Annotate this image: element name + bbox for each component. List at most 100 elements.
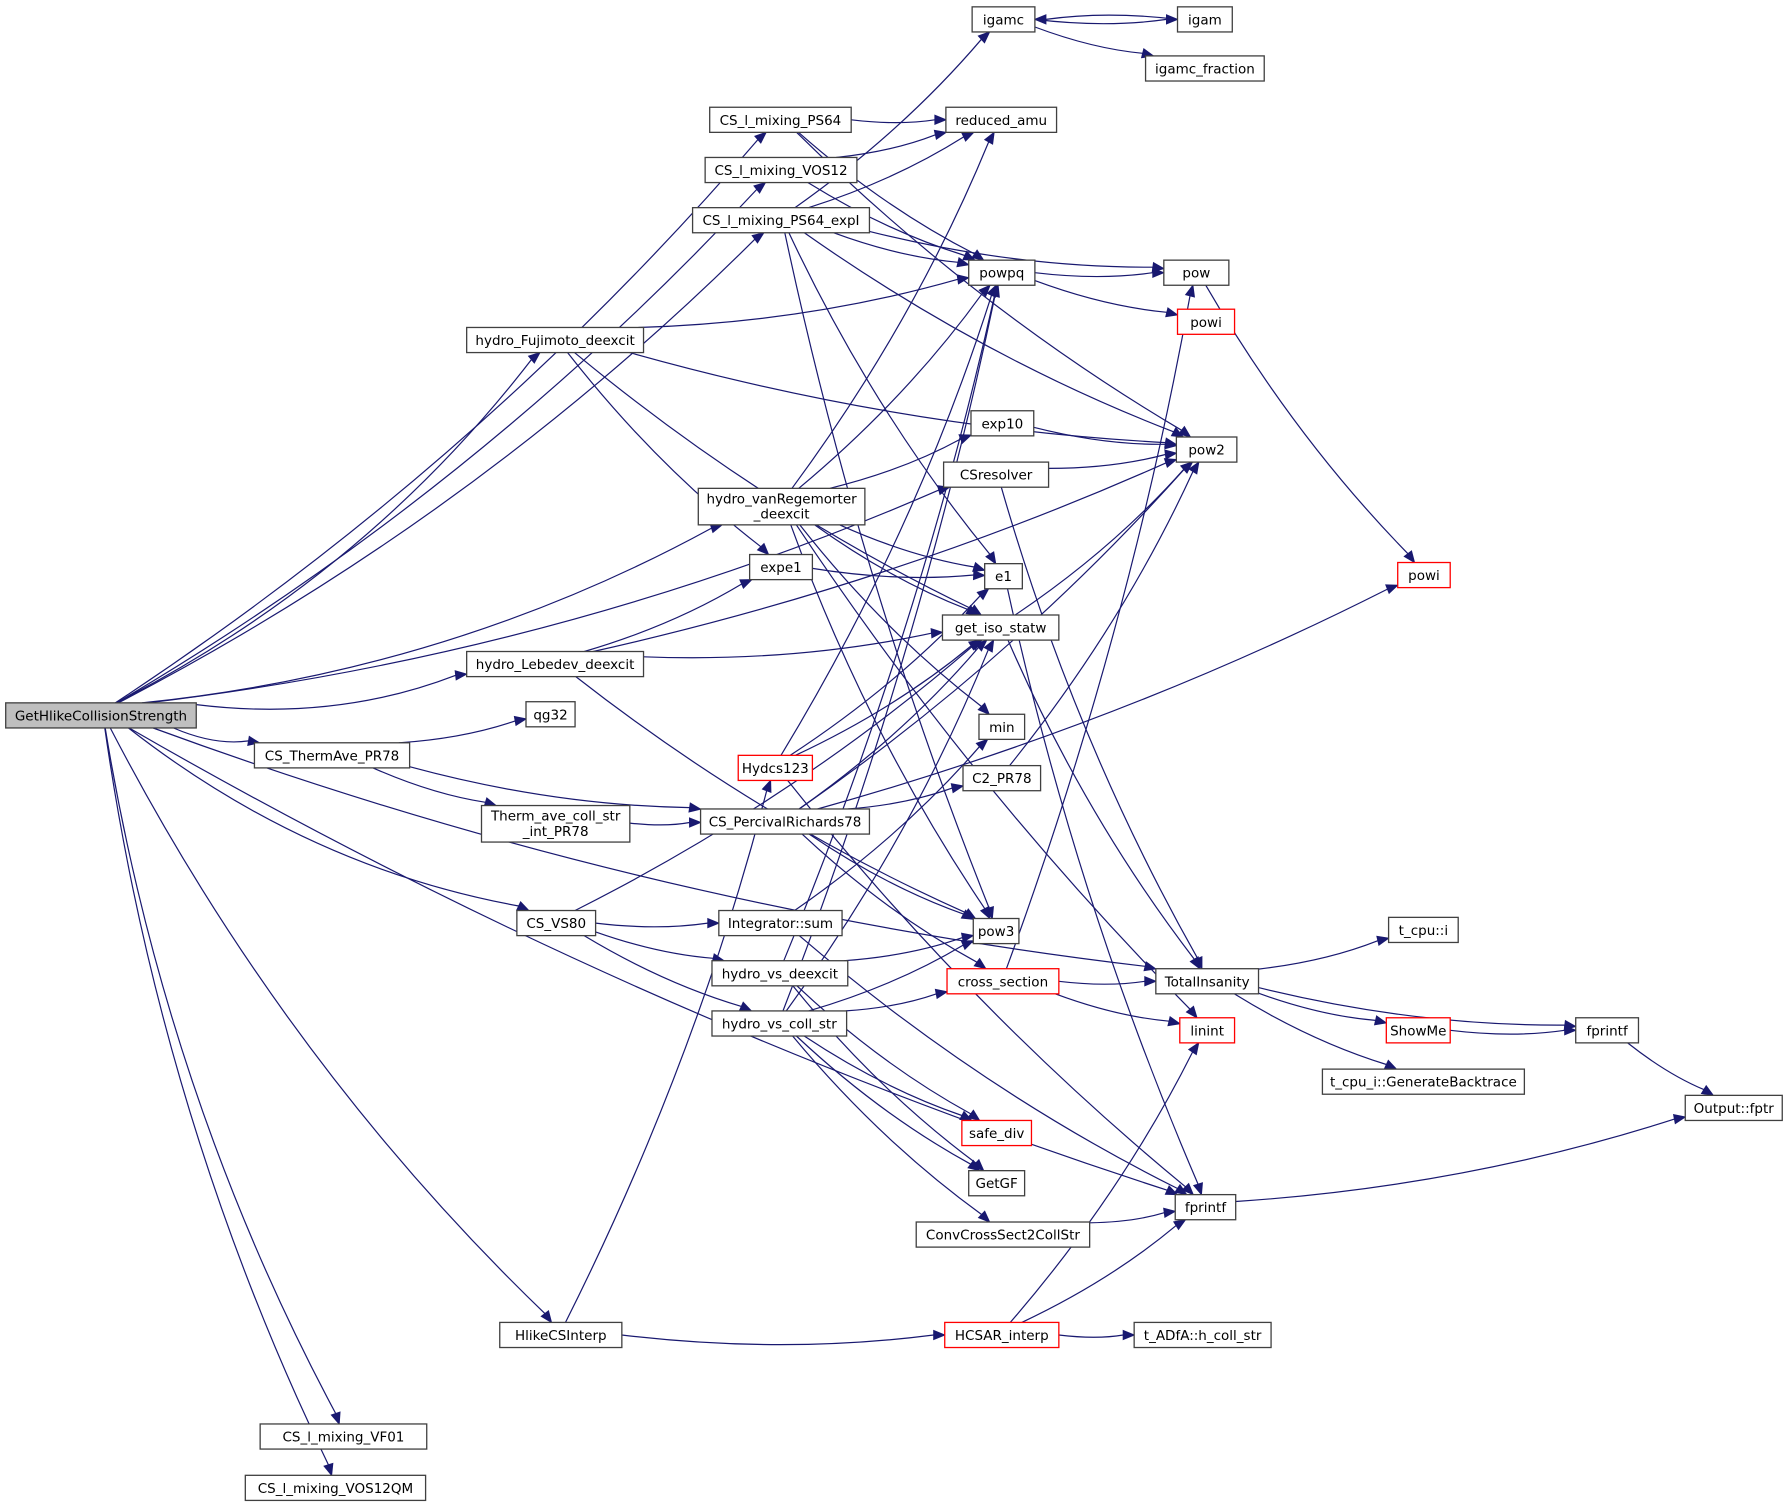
edge-line: [1045, 14, 1178, 20]
node-label: igamc: [983, 12, 1024, 28]
edge-cross_section-to-linint: [1054, 993, 1182, 1027]
edge-line: [794, 38, 982, 209]
edge-line: [807, 182, 965, 257]
node-label: ShowMe: [1390, 1023, 1446, 1039]
node-integrator-sum[interactable]: Integrator::sum: [718, 909, 843, 937]
node-box: [718, 909, 843, 937]
node-label: pow3: [978, 924, 1014, 940]
node-reduced-amu[interactable]: reduced_amu: [945, 106, 1058, 134]
edge-line: [1058, 1334, 1124, 1338]
arrowhead-icon: [933, 1329, 947, 1341]
node-pow2[interactable]: pow2: [1175, 436, 1238, 463]
arrowhead-icon: [1164, 449, 1178, 460]
node-cs-l-mixing-ps64[interactable]: CS_l_mixing_PS64: [709, 106, 852, 134]
node-label: HlikeCSInterp: [515, 1328, 607, 1344]
edge-line: [1450, 1029, 1565, 1035]
node-powpq[interactable]: powpq: [968, 259, 1036, 286]
arrowhead-icon: [454, 670, 469, 681]
node-hcsar-interp[interactable]: HCSAR_interp: [944, 1321, 1060, 1349]
node-totalinsanity[interactable]: TotalInsanity: [1155, 968, 1260, 995]
node-exp10[interactable]: exp10: [970, 410, 1035, 437]
node-box: [480, 804, 631, 843]
node-box: [709, 106, 852, 134]
node-powi[interactable]: powi: [1397, 561, 1451, 589]
node-expe1[interactable]: expe1: [748, 553, 814, 581]
node-cs-vs80[interactable]: CS_VS80: [516, 909, 597, 937]
edge-line: [784, 232, 990, 909]
edge-line: [798, 647, 979, 810]
edge-line: [173, 727, 249, 743]
node-fprintf[interactable]: fprintf: [1174, 1193, 1237, 1221]
node-cs-l-mixing-vf01[interactable]: CS_l_mixing_VF01: [259, 1423, 428, 1450]
node-gethlikecollisionstrength[interactable]: GetHlikeCollisionStrength: [5, 702, 197, 729]
node-t-cpu-i[interactable]: t_cpu::i: [1387, 916, 1459, 944]
node-pow[interactable]: pow: [1163, 259, 1230, 286]
node-t-cpu-i-generatebacktrace[interactable]: t_cpu_i::GenerateBacktrace: [1321, 1068, 1526, 1095]
edge-vscollstr-to-pow3: [808, 940, 975, 1012]
arrowhead-icon: [983, 638, 995, 653]
node-hydro-fujimoto-deexcit[interactable]: hydro_Fujimoto_deexcit: [466, 326, 645, 354]
node-min[interactable]: min: [978, 713, 1026, 741]
edge-showme-to-fprintf_right: [1450, 1025, 1578, 1036]
node-hydro-vs-coll-str[interactable]: hydro_vs_coll_str: [711, 1010, 848, 1037]
node-c2-pr78[interactable]: C2_PR78: [962, 764, 1042, 792]
edge-line: [798, 131, 975, 255]
edge-expe1-to-e1: [812, 567, 987, 581]
node-igamc-fraction[interactable]: igamc_fraction: [1144, 55, 1265, 82]
node-linint[interactable]: linint: [1179, 1017, 1236, 1044]
arrowhead-icon: [323, 1462, 334, 1477]
node-e1[interactable]: e1: [984, 563, 1023, 590]
node-powi[interactable]: powi: [1176, 308, 1236, 335]
edge-lebedev-to-get_iso_statw: [643, 627, 944, 659]
node-pow3[interactable]: pow3: [972, 917, 1020, 945]
node-cs-thermave-pr78[interactable]: CS_ThermAve_PR78: [253, 742, 411, 769]
edge-csvs80-to-get_iso_statw: [574, 639, 983, 912]
edge-percival-to-pow3: [808, 833, 975, 920]
node-hydcs123[interactable]: Hydcs123: [737, 754, 814, 782]
edge-vsdeexcit-to-pow3: [844, 932, 975, 962]
node-qg32[interactable]: qg32: [525, 701, 576, 728]
arrowhead-icon: [1192, 1182, 1203, 1196]
node-label: Hydcs123: [742, 761, 809, 777]
node-hydro-vs-deexcit[interactable]: hydro_vs_deexcit: [711, 960, 849, 987]
node-getgf[interactable]: GetGF: [968, 1170, 1026, 1197]
edge-hcsar-to-fprintf_mid: [1021, 1218, 1187, 1323]
node-cross-section[interactable]: cross_section: [946, 968, 1060, 995]
edge-line: [147, 489, 940, 704]
node-cs-percivalrichards78[interactable]: CS_PercivalRichards78: [699, 808, 871, 835]
node-showme[interactable]: ShowMe: [1385, 1017, 1451, 1044]
node-output-fptr[interactable]: Output::fptr: [1684, 1094, 1783, 1122]
node-hydro-lebedev-deexcit[interactable]: hydro_Lebedev_deexcit: [466, 650, 645, 678]
node-box: [1176, 308, 1236, 335]
node-box: [704, 156, 858, 184]
edge-thermave-to-percival: [409, 766, 702, 813]
edge-line: [795, 645, 972, 756]
node-cs-l-mixing-ps64-expi[interactable]: CS_l_mixing_PS64_expI: [691, 207, 871, 234]
node-label: t_cpu::i: [1399, 923, 1448, 939]
node-box: [711, 1010, 848, 1037]
edge-line: [788, 232, 991, 555]
edge-root-to-cslps64expl: [117, 232, 765, 704]
node-therm-ave-coll-str-int-pr78[interactable]: Therm_ave_coll_str_int_PR78: [480, 804, 631, 843]
node-t-adfa-h-coll-str[interactable]: t_ADfA::h_coll_str: [1133, 1321, 1272, 1349]
node-hydro-vanregemorter-deexcit[interactable]: hydro_vanRegemorter_deexcit: [697, 487, 866, 526]
edge-line: [783, 295, 996, 961]
node-csresolver[interactable]: CSresolver: [942, 461, 1050, 488]
node-box: [697, 487, 866, 526]
node-fprintf[interactable]: fprintf: [1575, 1017, 1640, 1044]
arrowhead-icon: [969, 639, 983, 651]
node-label: CS_VS80: [526, 916, 586, 932]
edge-cslps64expl-to-e1: [788, 232, 997, 565]
edge-line: [104, 727, 337, 1414]
node-safe-div[interactable]: safe_div: [961, 1119, 1033, 1147]
node-hlikecsinterp[interactable]: HlikeCSInterp: [499, 1321, 623, 1349]
node-igam[interactable]: igam: [1176, 6, 1233, 33]
arrowhead-icon: [756, 542, 770, 556]
node-igamc[interactable]: igamc: [971, 6, 1036, 33]
node-cs-l-mixing-vos12qm[interactable]: CS_l_mixing_VOS12QM: [244, 1474, 427, 1502]
node-convcrosssect2collstr[interactable]: ConvCrossSect2CollStr: [915, 1221, 1091, 1248]
arrowhead-icon: [1033, 14, 1047, 25]
node-cs-l-mixing-vos12[interactable]: CS_l_mixing_VOS12: [704, 156, 858, 184]
edge-vanreg-to-powpq: [798, 284, 991, 489]
node-get-iso-statw[interactable]: get_iso_statw: [941, 614, 1060, 641]
